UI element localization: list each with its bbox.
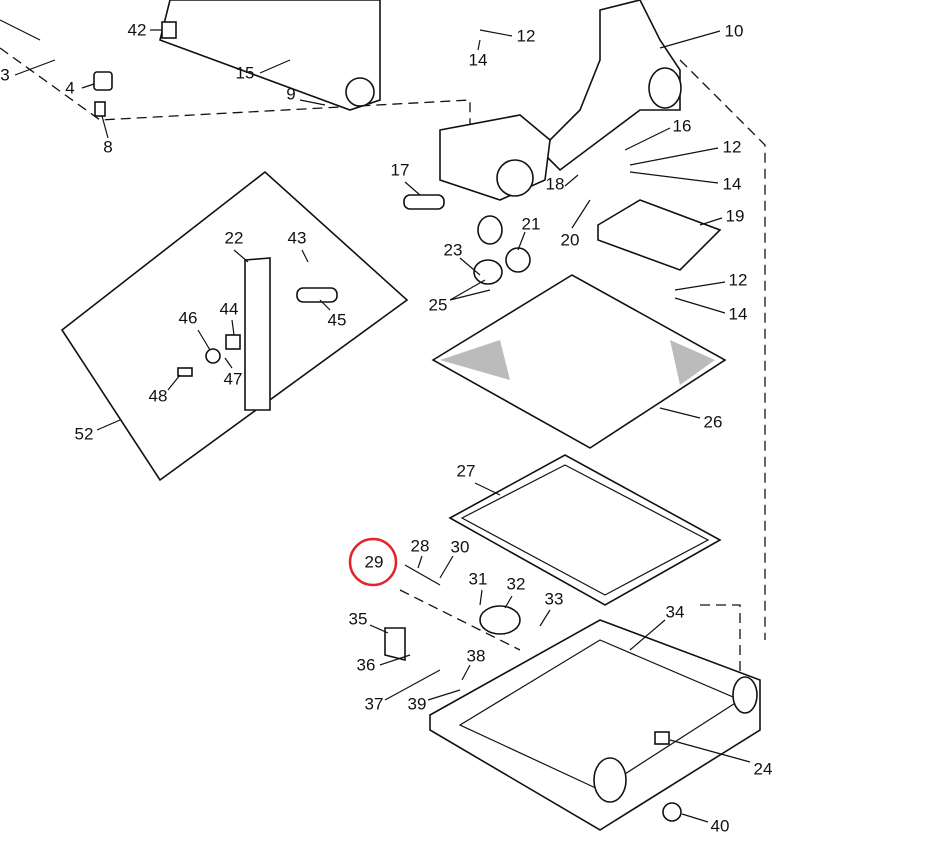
part-label-highlighted[interactable]: 29	[365, 552, 384, 571]
part-label[interactable]: 8	[103, 137, 112, 156]
part-label[interactable]: 10	[725, 21, 744, 40]
part-label[interactable]: 4	[65, 78, 74, 97]
frame-bore	[648, 67, 682, 109]
washer-46	[205, 348, 221, 364]
shaft-end	[345, 77, 375, 107]
cover-shading	[440, 340, 510, 380]
guide-line	[679, 59, 766, 640]
part-label[interactable]: 47	[224, 369, 243, 388]
part-label[interactable]: 35	[349, 609, 368, 628]
part-label[interactable]: 33	[545, 589, 564, 608]
spring-44	[225, 334, 241, 350]
part-label[interactable]: 17	[391, 160, 410, 179]
part-label[interactable]: 18	[546, 174, 565, 193]
part-label[interactable]: 20	[561, 230, 580, 249]
part-number-labels: 3 42 4 8 15 9 12 14 10 16 12 14 17 18 19…	[0, 20, 772, 835]
part-label[interactable]: 26	[704, 412, 723, 431]
part-21	[505, 247, 531, 273]
part-label[interactable]: 22	[225, 228, 244, 247]
part-label[interactable]: 48	[149, 386, 168, 405]
part-label[interactable]: 36	[357, 655, 376, 674]
part-label[interactable]: 24	[754, 759, 773, 778]
part-label[interactable]: 12	[517, 26, 536, 45]
part-label[interactable]: 30	[451, 537, 470, 556]
tray-bore	[593, 757, 627, 803]
part-label[interactable]: 27	[457, 461, 476, 480]
part-label[interactable]: 25	[429, 295, 448, 314]
part-label[interactable]: 52	[75, 424, 94, 443]
pin-45	[296, 287, 338, 303]
guide-line	[0, 47, 471, 130]
part-label[interactable]: 43	[288, 228, 307, 247]
part-23	[477, 215, 503, 245]
part-label[interactable]: 3	[0, 65, 9, 84]
part-17	[403, 194, 445, 210]
handle-22	[244, 257, 271, 411]
gasket-inner	[460, 464, 710, 596]
guide-line	[399, 589, 521, 651]
part-30	[404, 564, 441, 586]
part-4	[93, 71, 113, 91]
tray-34	[429, 619, 761, 831]
gasket-27	[448, 454, 722, 606]
bracket-35	[384, 627, 406, 662]
part-label[interactable]: 46	[179, 308, 198, 327]
part-label[interactable]: 37	[365, 694, 384, 713]
part-label[interactable]: 42	[128, 20, 147, 39]
part-8	[94, 101, 106, 117]
leader-lines	[14, 29, 751, 823]
part-label[interactable]: 45	[328, 310, 347, 329]
frame-10	[538, 0, 681, 172]
part-label[interactable]: 39	[408, 694, 427, 713]
bolt-48	[177, 367, 193, 377]
kit-box-52	[60, 170, 409, 482]
part-label[interactable]: 14	[723, 174, 742, 193]
part-label[interactable]: 32	[507, 574, 526, 593]
cover-shading	[670, 340, 715, 385]
part-label[interactable]: 21	[522, 214, 541, 233]
part-label[interactable]: 38	[467, 646, 486, 665]
part-25	[473, 259, 503, 285]
part-label[interactable]: 23	[444, 240, 463, 259]
cap-32	[479, 605, 521, 635]
housing-bore	[496, 159, 534, 197]
part-label[interactable]: 12	[729, 270, 748, 289]
part-label[interactable]: 19	[726, 206, 745, 225]
bolt-24	[654, 731, 670, 745]
plate-19	[597, 199, 722, 271]
part-label[interactable]: 14	[469, 50, 488, 69]
part-label[interactable]: 40	[711, 816, 730, 835]
part-label[interactable]: 9	[286, 84, 295, 103]
cover-26	[431, 274, 727, 449]
tray-bore	[732, 676, 758, 714]
part-label[interactable]: 14	[729, 304, 748, 323]
part-label[interactable]: 44	[220, 299, 239, 318]
part-label[interactable]: 15	[236, 63, 255, 82]
part-label[interactable]: 12	[723, 137, 742, 156]
part-label[interactable]: 16	[673, 116, 692, 135]
part-label[interactable]: 34	[666, 602, 685, 621]
part-label[interactable]: 28	[411, 536, 430, 555]
nut-40	[662, 802, 682, 822]
guide-line	[700, 604, 741, 690]
housing	[439, 114, 551, 201]
part-42	[161, 21, 177, 39]
highlight-circle	[348, 537, 398, 587]
part-label[interactable]: 31	[469, 569, 488, 588]
part-3-rod	[0, 19, 41, 41]
